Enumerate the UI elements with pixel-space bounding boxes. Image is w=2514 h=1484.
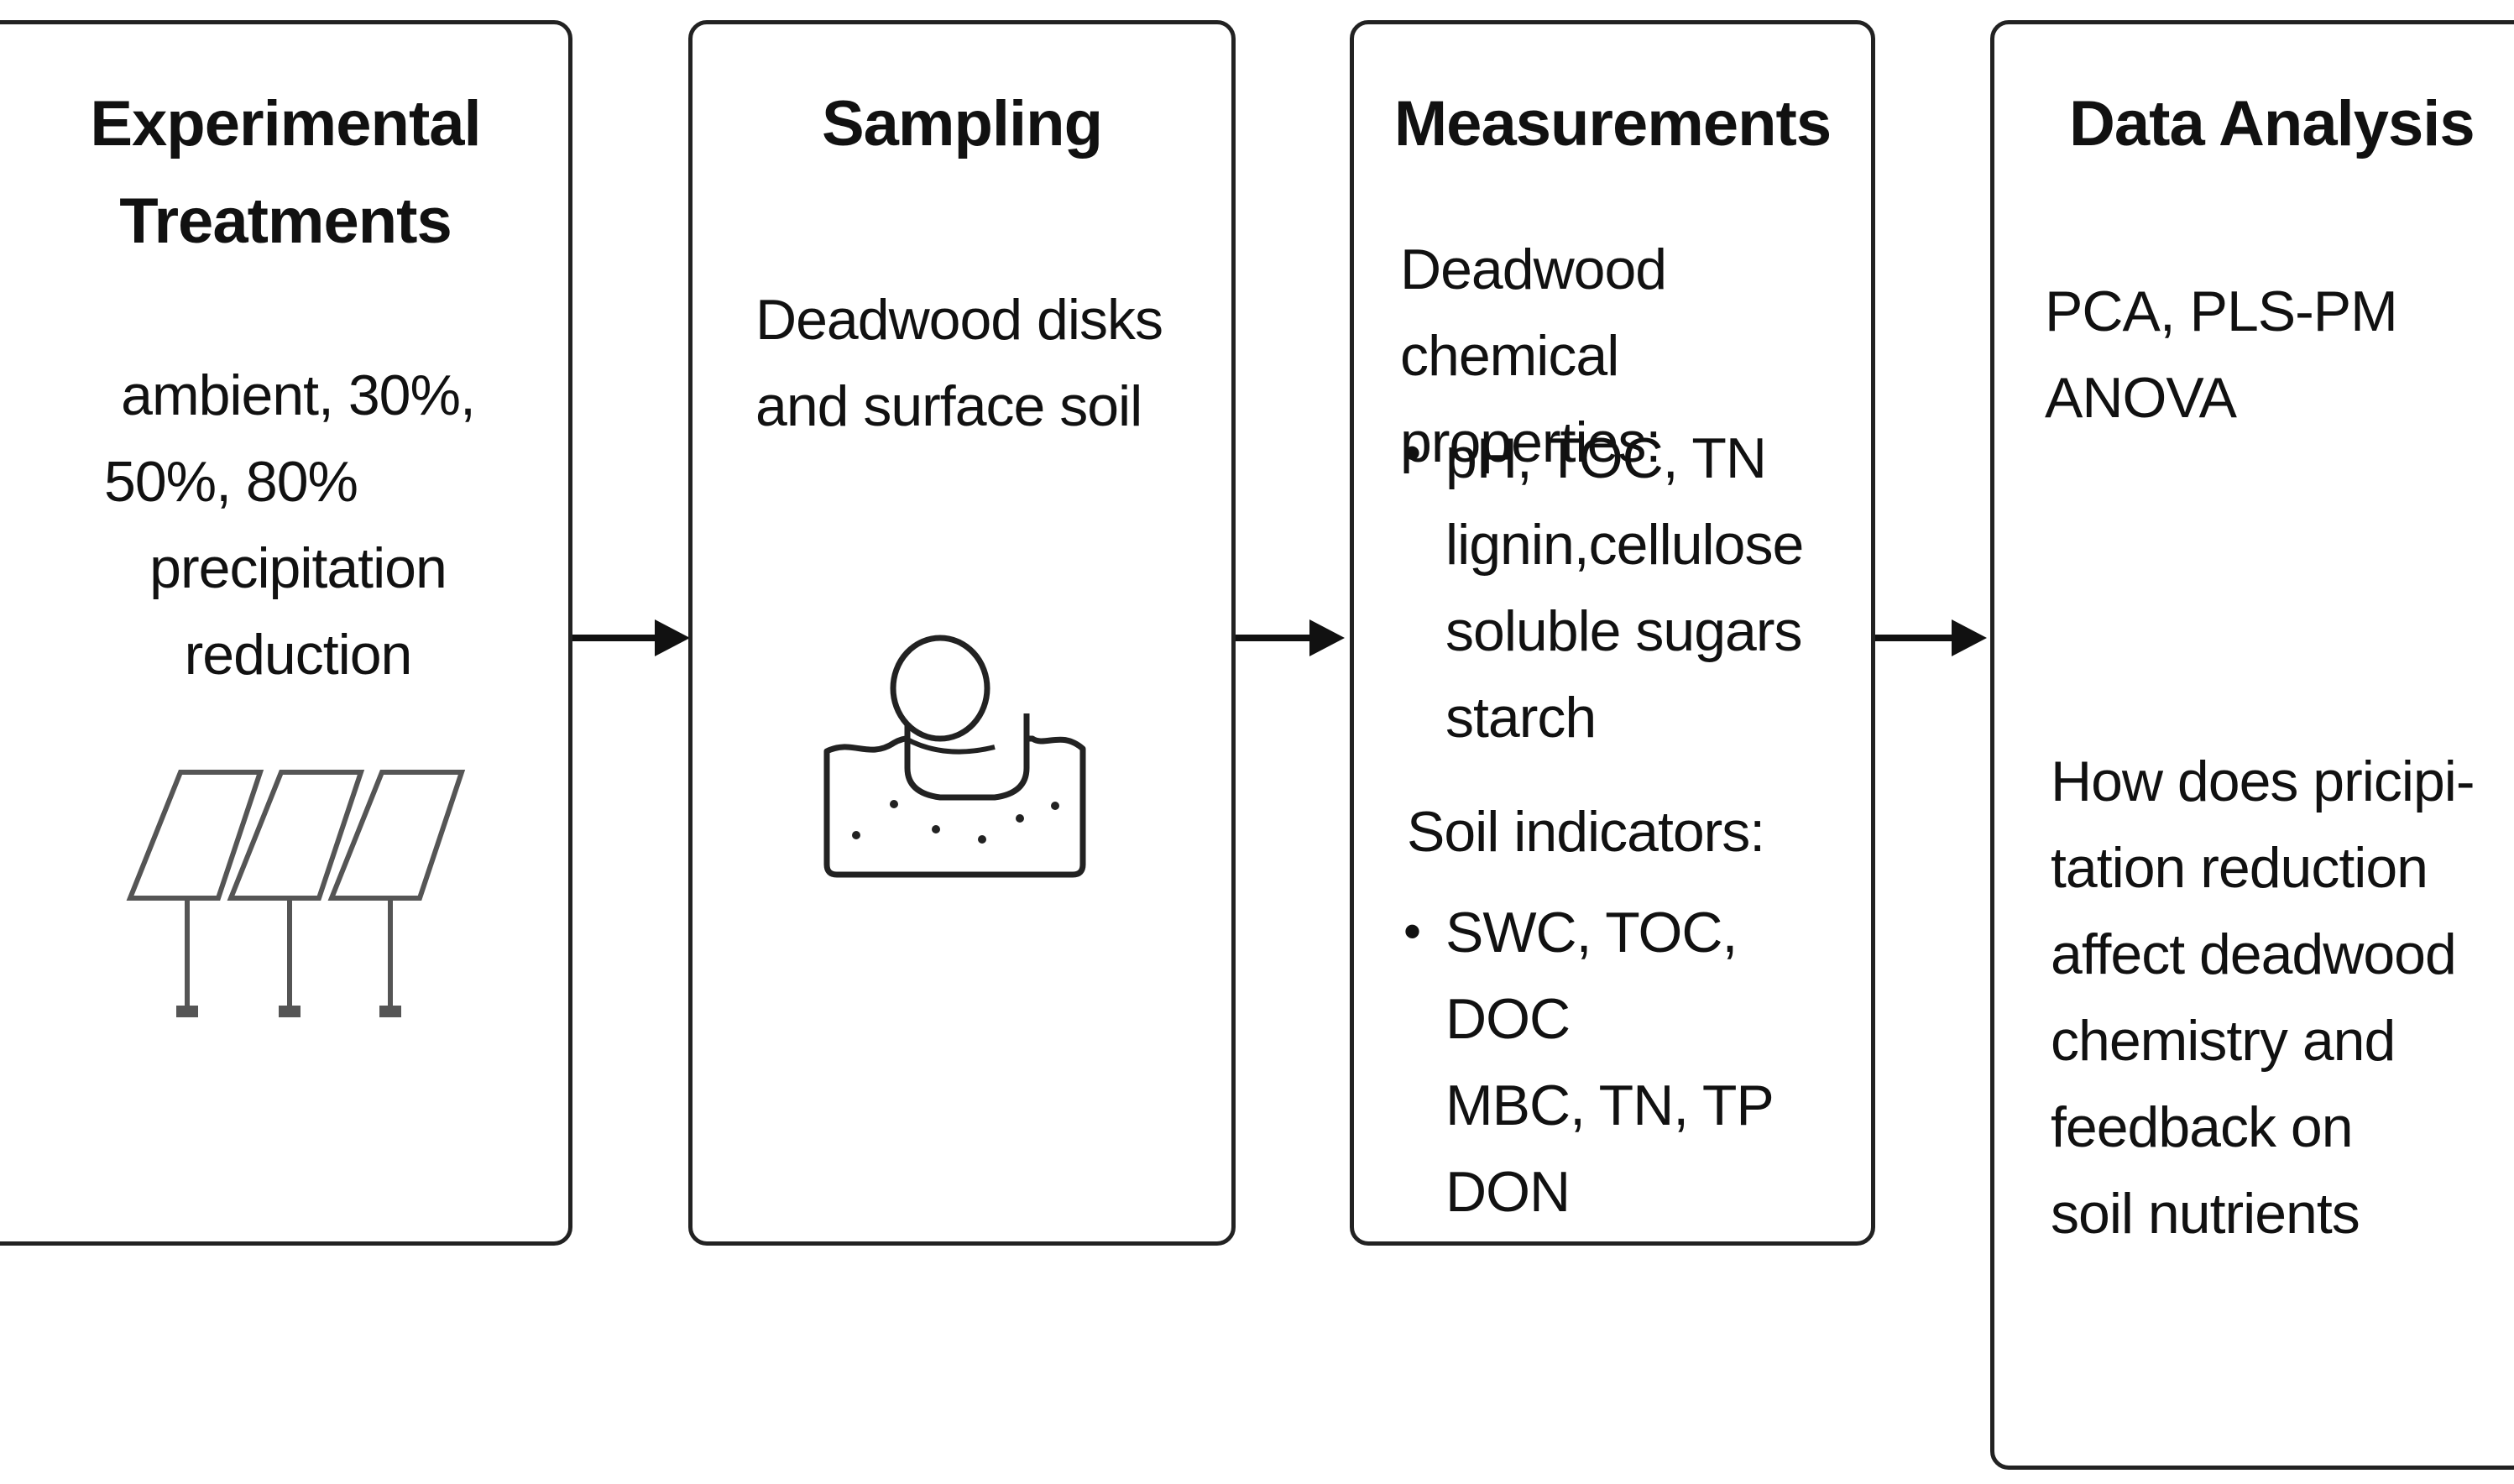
treatments-title-line1: Experimental (90, 88, 481, 159)
research-question-line: chemistry and (2051, 1009, 2396, 1073)
list-item: pH, TOC, TN (1445, 426, 1767, 490)
treatments-title-line2: Treatments (119, 186, 452, 257)
treatments-body-line1: ambient, 30%, (121, 363, 476, 427)
research-question-line: tation reduction (2051, 836, 2428, 900)
treatments-body: ambient, 30%, 50%, 80% precipitation red… (50, 353, 546, 698)
deadwood-heading-line1: Deadwood (1400, 238, 1667, 301)
analysis-methods-line1: PCA, PLS-PM (2045, 280, 2398, 343)
deadwood-disk-in-soil-icon (823, 635, 1086, 878)
analysis-methods-line2: ANOVA (2045, 366, 2237, 430)
treatments-body-line4: reduction (184, 623, 413, 687)
bullet-icon: • (1403, 903, 1422, 959)
deadwood-heading: Deadwood chemical properties: (1400, 227, 1870, 486)
research-question-line: feedback on (2051, 1095, 2354, 1159)
deadwood-heading-line2: chemical properties: (1400, 324, 1661, 474)
deadwood-list: pH, TOC, TN lignin,cellulose soluble sug… (1445, 415, 1865, 761)
soil-heading: Soil indicators: (1407, 800, 1765, 864)
treatments-title: Experimental Treatments (50, 76, 520, 270)
sampling-body: Deadwood disks and surface soil (755, 277, 1226, 450)
research-question-line: affect deadwood (2051, 922, 2457, 986)
list-item: DON (1445, 1160, 1571, 1224)
solar-panel-icon (126, 770, 466, 1017)
measurements-box (1350, 20, 1875, 1246)
list-item: MBC, TN, TP (1445, 1074, 1774, 1137)
treatments-box (0, 20, 572, 1246)
research-question: How does pricipi- tation reduction affec… (2051, 739, 2512, 1257)
arrow-right-icon (1236, 619, 1345, 656)
treatments-body-line3: precipitation (149, 536, 447, 600)
research-question-line: soil nutrients (2051, 1182, 2360, 1246)
sampling-box (688, 20, 1236, 1246)
treatments-body-line2: 50%, 80% (104, 450, 358, 514)
analysis-methods: PCA, PLS-PM ANOVA (2045, 269, 2498, 442)
bullet-icon: • (1403, 425, 1422, 481)
data-analysis-title: Data Analysis (2069, 88, 2475, 159)
sampling-body-line1: Deadwood disks (755, 288, 1163, 352)
sampling-title: Sampling (821, 88, 1103, 159)
soil-list: SWC, TOC, DOC MBC, TN, TP DON (1445, 890, 1865, 1236)
list-item: SWC, TOC, DOC (1445, 901, 1738, 1051)
list-item: starch (1445, 686, 1597, 750)
research-question-line: How does pricipi- (2051, 750, 2475, 813)
measurements-title: Measurements (1393, 88, 1832, 159)
arrow-right-icon (572, 619, 690, 656)
data-analysis-box (1990, 20, 2514, 1470)
list-item: lignin,cellulose (1445, 513, 1804, 577)
sampling-body-line2: and surface soil (755, 374, 1142, 438)
list-item: soluble sugars (1445, 599, 1802, 663)
arrow-right-icon (1875, 619, 1987, 656)
